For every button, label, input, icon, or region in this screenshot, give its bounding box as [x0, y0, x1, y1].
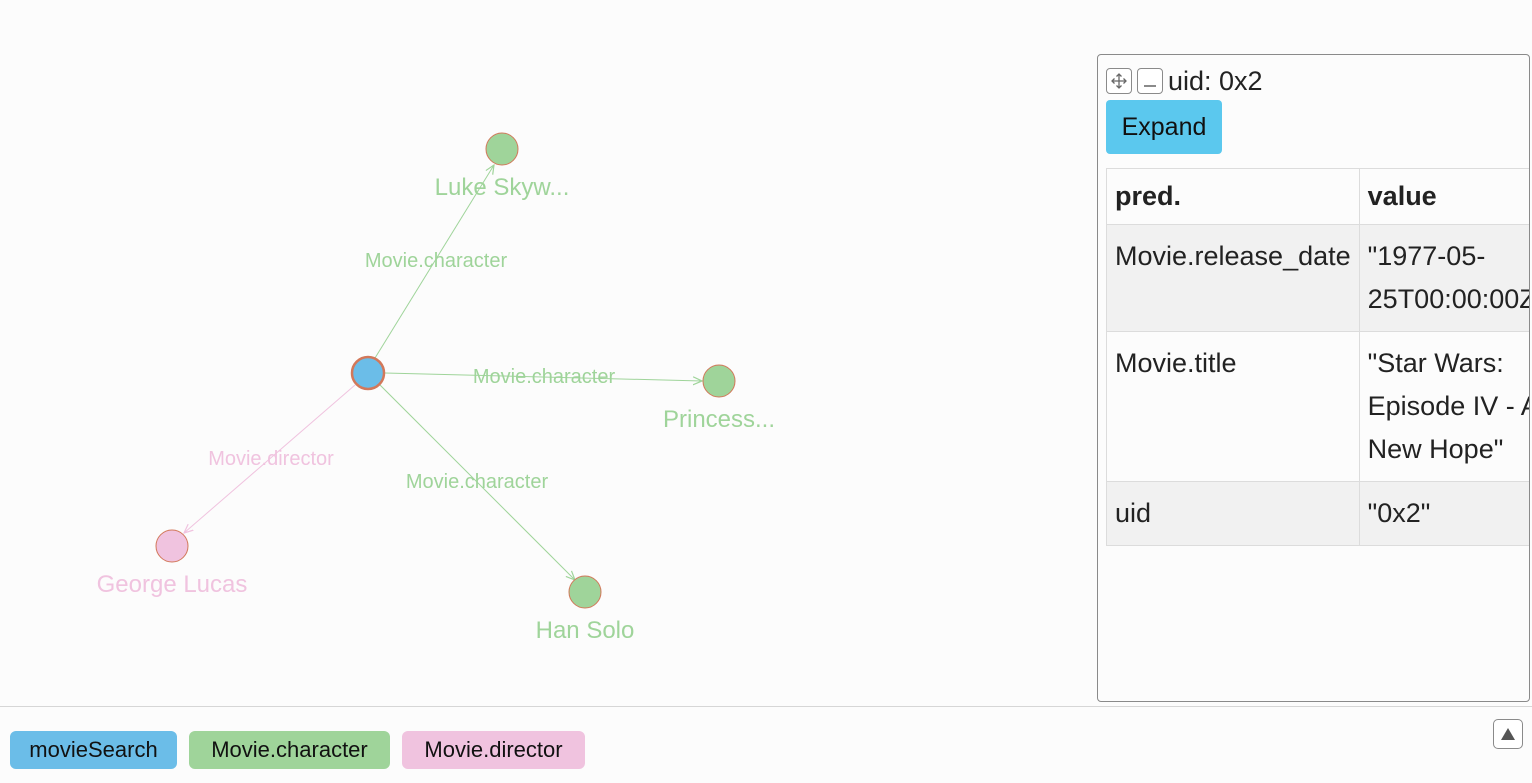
node-label-luke: Luke Skyw... — [435, 174, 570, 201]
cell-value: "Star Wars: Episode IV - A New Hope" — [1358, 331, 1529, 482]
legend-bar: movieSearch Movie.character Movie.direct… — [0, 706, 1532, 783]
node-princess[interactable] — [702, 364, 736, 398]
triangle-up-icon[interactable] — [1493, 719, 1523, 749]
cell-pred: Movie.release_date — [1106, 224, 1360, 332]
minimize-icon[interactable] — [1137, 68, 1163, 94]
panel-title: uid: 0x2 — [1168, 65, 1263, 96]
edge-label-princess: Movie.character — [473, 366, 616, 388]
table-header-row: pred. value — [1106, 168, 1529, 225]
move-arrows-icon[interactable] — [1106, 68, 1132, 94]
node-luke-skywalker[interactable] — [485, 132, 519, 166]
edge-princess[interactable] — [384, 372, 702, 381]
legend-item-moviesearch[interactable]: movieSearch — [10, 731, 177, 769]
legend-item-movie-director[interactable]: Movie.director — [402, 731, 585, 769]
expand-button[interactable]: Expand — [1106, 100, 1222, 154]
cell-value: "0x2" — [1358, 481, 1529, 546]
node-movie[interactable] — [350, 355, 386, 391]
column-header-pred: pred. — [1106, 168, 1360, 225]
node-label-princess: Princess... — [663, 406, 775, 433]
table-row: Movie.title "Star Wars: Episode IV - A N… — [1106, 331, 1529, 482]
cell-value: "1977-05- 25T00:00:00Z" — [1358, 224, 1529, 332]
table-row: Movie.release_date "1977-05- 25T00:00:00… — [1106, 224, 1529, 332]
edge-label-luke: Movie.character — [365, 250, 508, 272]
node-label-han: Han Solo — [536, 617, 635, 644]
cell-pred: Movie.title — [1106, 331, 1360, 482]
graph-svg[interactable]: Movie.character Movie.character Movie.ch… — [0, 0, 1100, 706]
graph-canvas[interactable]: Movie.character Movie.character Movie.ch… — [0, 0, 1532, 706]
predicate-table: pred. value Movie.release_date "1977-05-… — [1106, 168, 1529, 546]
cell-pred: uid — [1106, 481, 1360, 546]
edge-label-director: Movie.director — [208, 448, 334, 470]
edge-director[interactable] — [184, 384, 356, 533]
edge-label-han: Movie.character — [406, 471, 549, 493]
column-header-value: value — [1358, 168, 1529, 225]
legend-item-movie-character[interactable]: Movie.character — [189, 731, 390, 769]
edge-han[interactable] — [379, 384, 575, 580]
edge-luke[interactable] — [374, 165, 494, 359]
node-han-solo[interactable] — [568, 575, 602, 609]
node-george-lucas[interactable] — [155, 529, 189, 563]
table-row: uid "0x2" — [1106, 481, 1529, 546]
node-label-george: George Lucas — [97, 571, 248, 598]
panel-header: uid: 0x2 — [1106, 65, 1263, 97]
node-details-panel: uid: 0x2 Expand pred. value Movie.releas… — [1097, 54, 1530, 702]
